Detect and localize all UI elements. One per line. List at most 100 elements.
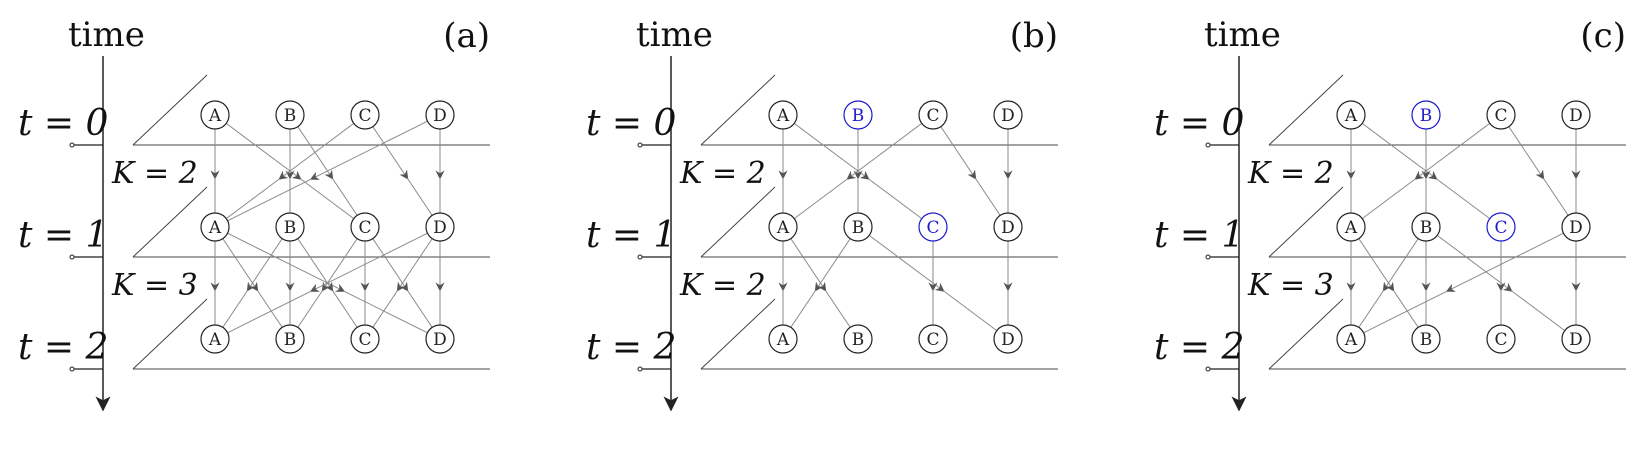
timestep-diagonal [700, 298, 776, 370]
edge-line [1435, 178, 1491, 220]
timestep-diagonal [132, 298, 208, 370]
edge-line [406, 177, 433, 216]
timestep-label: t = 2 [586, 327, 676, 368]
node-b: B [843, 324, 873, 354]
node-circle [1336, 212, 1366, 242]
node-circle [275, 100, 305, 130]
edge-line [331, 177, 358, 216]
tick-dot [1205, 366, 1211, 372]
edge-arrow [309, 232, 428, 292]
edge-line [331, 289, 358, 328]
node-d: D [425, 324, 455, 354]
node-label: C [926, 218, 939, 238]
node-label: C [1494, 330, 1507, 350]
panel-label: (b) [1010, 16, 1058, 56]
time-axis-label: time [636, 15, 713, 55]
node-label: A [208, 330, 222, 350]
node-d: D [425, 100, 455, 130]
node-a: A [768, 100, 798, 130]
node-circle [843, 100, 873, 130]
edge-arrow [868, 234, 945, 292]
timestep-diagonal [132, 186, 208, 258]
edge-arrow [372, 238, 409, 292]
edge-line [406, 289, 433, 328]
node-a: A [1336, 100, 1366, 130]
node-b: B [843, 100, 873, 130]
node-a: A [768, 324, 798, 354]
node-circle [768, 100, 798, 130]
node-circle [350, 324, 380, 354]
node-label: B [1420, 218, 1433, 238]
timestep-diagonal [1268, 298, 1344, 370]
edge-line [227, 290, 312, 334]
node-b: B [275, 324, 305, 354]
node-a: A [768, 212, 798, 242]
node-a: A [200, 100, 230, 130]
timestep-label: t = 0 [586, 103, 676, 144]
edge-arrow [940, 126, 977, 180]
node-c: C [350, 212, 380, 242]
edge-arrow [297, 238, 334, 292]
edge-arrow [814, 238, 851, 292]
node-d: D [425, 212, 455, 242]
node-c: C [1486, 212, 1516, 242]
edge-arrow [372, 126, 409, 180]
node-circle [993, 212, 1023, 242]
node-label: D [1001, 218, 1015, 238]
node-a: A [1336, 212, 1366, 242]
node-label: C [358, 218, 371, 238]
edge-line [867, 178, 923, 220]
edge-arrow [227, 232, 346, 292]
k-label: K = 2 [1247, 156, 1334, 191]
edge-arrow [321, 238, 358, 292]
edge-line [1510, 290, 1566, 332]
node-d: D [993, 212, 1023, 242]
node-circle [1486, 324, 1516, 354]
edge-line [790, 289, 817, 328]
edge-line [256, 289, 283, 328]
node-label: C [926, 330, 939, 350]
node-label: D [1001, 330, 1015, 350]
node-label: D [433, 330, 447, 350]
node-label: B [852, 106, 865, 126]
node-label: C [358, 106, 371, 126]
k-label: K = 3 [1247, 268, 1334, 303]
node-circle [275, 212, 305, 242]
node-d: D [1561, 100, 1591, 130]
node-label: B [852, 218, 865, 238]
edge-line [299, 178, 355, 220]
node-circle [1411, 212, 1441, 242]
edge-arrow [846, 122, 923, 180]
edge-line [1358, 289, 1385, 328]
node-circle [1561, 324, 1591, 354]
node-label: D [433, 218, 447, 238]
node-b: B [275, 212, 305, 242]
edge-line [1363, 290, 1448, 334]
timestep-diagonal [1268, 186, 1344, 258]
edge-arrow [246, 238, 283, 292]
edge-arrow [1382, 238, 1419, 292]
node-b: B [1411, 212, 1441, 242]
k-label: K = 3 [111, 268, 198, 303]
node-c: C [918, 212, 948, 242]
edge-line [1542, 177, 1569, 216]
node-circle [768, 324, 798, 354]
node-circle [918, 212, 948, 242]
edge-line [942, 290, 998, 332]
node-c: C [350, 100, 380, 130]
time-axis-label: time [68, 15, 145, 55]
edge-line [1392, 289, 1419, 328]
node-a: A [1336, 324, 1366, 354]
node-d: D [1561, 324, 1591, 354]
tick-dot [69, 142, 75, 148]
timestep-diagonal [1268, 74, 1344, 146]
node-d: D [993, 100, 1023, 130]
edge-arrow [1414, 122, 1491, 180]
node-circle [350, 212, 380, 242]
node-d: D [993, 324, 1023, 354]
node-label: D [1001, 106, 1015, 126]
panel-label: (c) [1580, 16, 1626, 56]
node-label: C [926, 106, 939, 126]
tick-dot [1205, 254, 1211, 260]
